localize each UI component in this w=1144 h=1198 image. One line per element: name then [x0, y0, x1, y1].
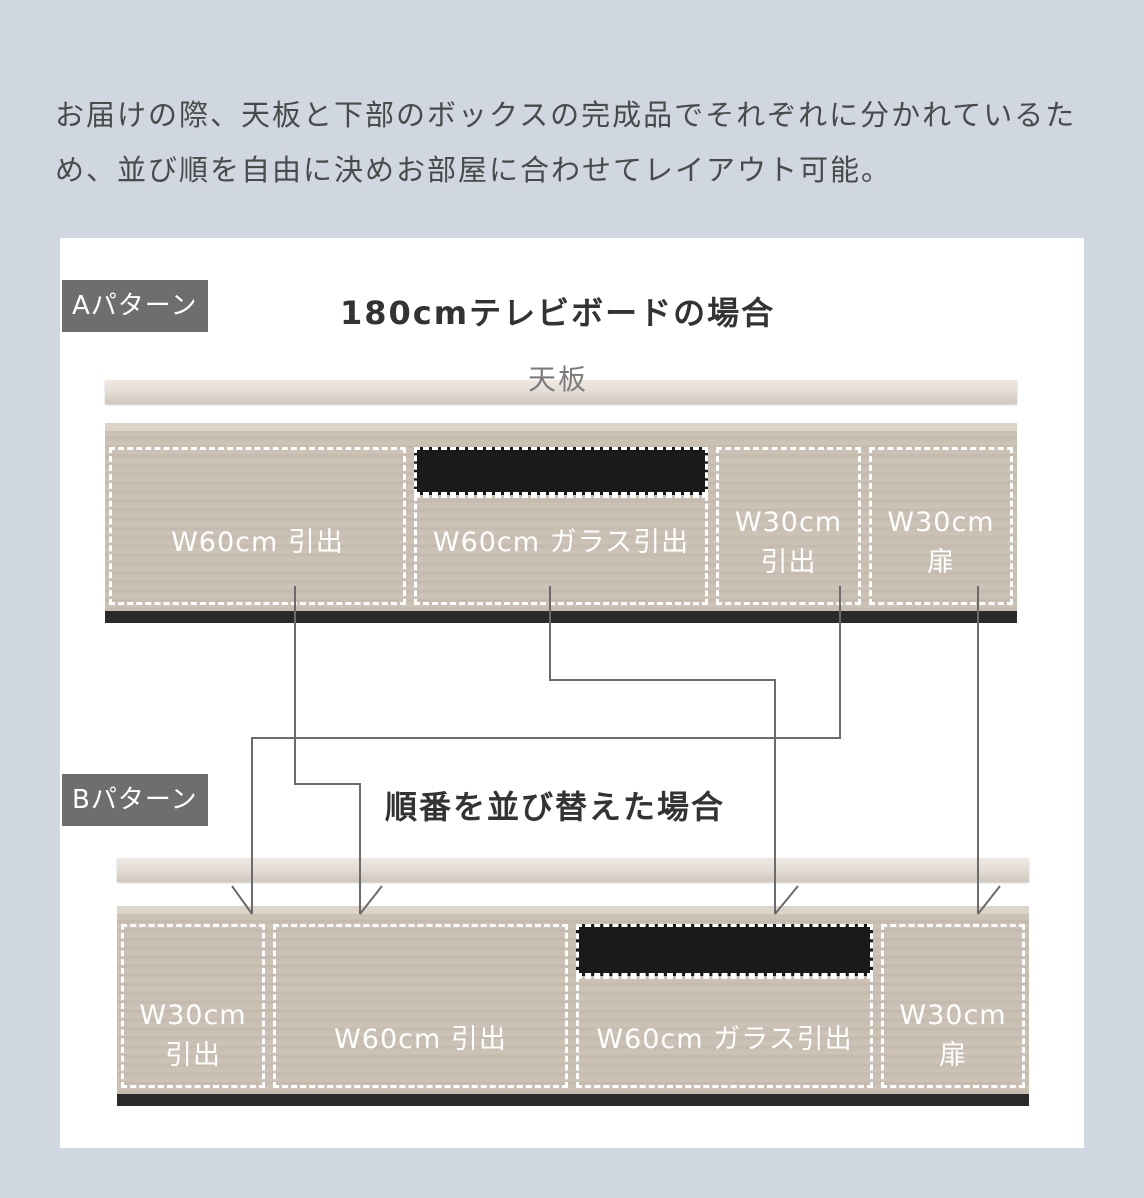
pattern-b-unit-1-label: W30cm 引出: [139, 1000, 247, 1071]
pattern-a-title: 180cmテレビボードの場合: [340, 294, 776, 332]
connector-w60-drawer: [294, 586, 361, 914]
pattern-b-tag: Bパターン: [62, 774, 208, 826]
pattern-b-unit-4: W30cm 扉: [877, 906, 1029, 1106]
connector-w60-glass: [549, 586, 776, 914]
pattern-b-top-board: [117, 858, 1029, 882]
top-board-label: 天板: [528, 363, 589, 396]
connector-w30-drawer: [251, 586, 841, 914]
arrow-w30-door: [977, 885, 1001, 915]
arrow-w60-drawer: [359, 885, 383, 915]
pattern-b-unit-2: W60cm 引出: [269, 906, 572, 1106]
pattern-b-unit-2-label: W60cm 引出: [334, 1024, 507, 1055]
pattern-b-unit-3: W60cm ガラス引出: [572, 906, 877, 1106]
pattern-a-top-board: [105, 380, 1017, 404]
pattern-a-unit-1-label: W60cm 引出: [171, 527, 344, 558]
rearrangement-connectors: [231, 586, 1001, 915]
pattern-b-unit-4-label: W30cm 扉: [899, 1000, 1007, 1071]
pattern-a-unit-1: W60cm 引出: [105, 423, 410, 623]
arrow-w30-drawer: [231, 885, 253, 915]
glass-drawer-window: [576, 924, 873, 976]
arrow-w60-glass: [774, 885, 799, 915]
diagram-panel: Aパターン 180cmテレビボードの場合 天板 W60cm 引出 W60cm ガ…: [60, 238, 1084, 1148]
intro-text: お届けの際、天板と下部のボックスの完成品でそれぞれに分かれているため、並び順を自…: [55, 98, 1077, 187]
pattern-b-unit-1: W30cm 引出: [117, 906, 269, 1106]
pattern-b-title: 順番を並び替えた場合: [385, 788, 726, 826]
pattern-a-unit-2-label: W60cm ガラス引出: [432, 527, 690, 558]
pattern-b-unit-3-label: W60cm ガラス引出: [596, 1024, 853, 1055]
glass-drawer-window: [414, 447, 708, 495]
pattern-a-unit-4-label: W30cm 扉: [887, 507, 995, 578]
pattern-a-unit-2: W60cm ガラス引出: [410, 423, 712, 623]
pattern-a-tag: Aパターン: [62, 280, 208, 332]
pattern-a-unit-3-label: W30cm 引出: [734, 507, 843, 578]
